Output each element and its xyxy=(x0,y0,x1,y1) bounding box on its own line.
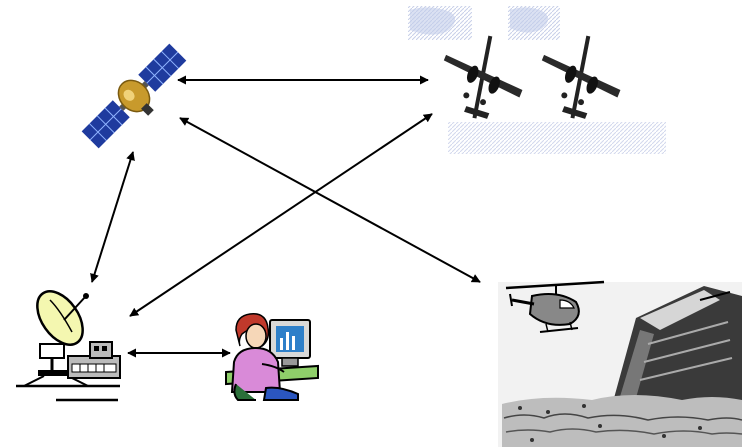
link-ground-station-aircraft xyxy=(129,113,433,317)
link-satellite-disaster-scene xyxy=(179,117,481,283)
satellite-dish-ground-station-icon xyxy=(16,290,121,402)
solar-panel-left xyxy=(81,100,130,149)
aircraft-left xyxy=(443,35,523,119)
aircraft-right xyxy=(541,35,621,119)
link-satellite-ground-station xyxy=(90,151,135,283)
computer-operator-icon xyxy=(225,313,319,401)
aircraft-pair-icon xyxy=(443,35,621,119)
sinking-ship-icon xyxy=(608,286,742,420)
satellite-icon xyxy=(81,43,187,149)
sky-background xyxy=(408,6,666,154)
helicopter-icon xyxy=(505,280,605,333)
disaster-scene-icon xyxy=(498,280,742,447)
link-arrows xyxy=(90,75,481,358)
debris-field xyxy=(502,395,742,447)
solar-panel-right xyxy=(138,43,187,92)
